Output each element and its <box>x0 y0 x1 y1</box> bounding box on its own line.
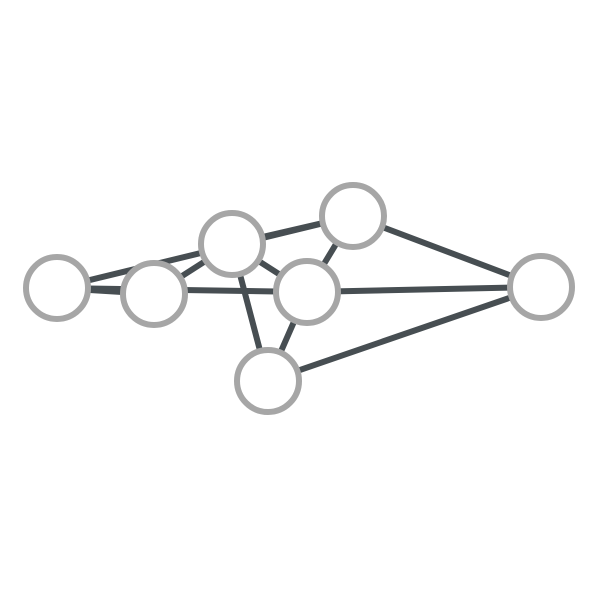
edge-n5-n7 <box>304 284 544 295</box>
node-n7 <box>507 253 575 321</box>
node-n6 <box>234 347 302 415</box>
node-n3 <box>198 210 266 278</box>
edge-n6-n7 <box>265 284 544 384</box>
node-n2 <box>120 260 188 328</box>
nodes-layer <box>23 182 575 415</box>
node-n4 <box>319 182 387 250</box>
node-n5 <box>273 258 341 326</box>
node-n1 <box>23 254 91 322</box>
